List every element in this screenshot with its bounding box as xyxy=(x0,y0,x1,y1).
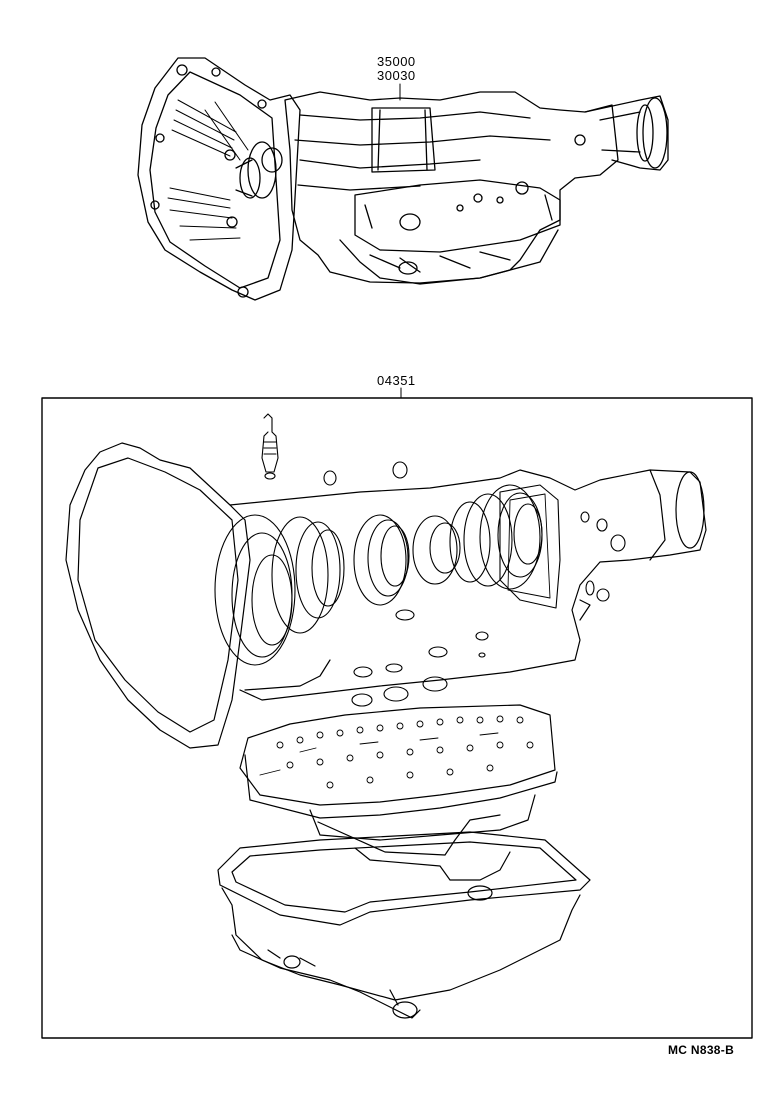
rear-gasket xyxy=(499,484,561,609)
sensor-plug xyxy=(261,413,279,480)
main-case xyxy=(284,91,619,284)
bell-ribs xyxy=(167,99,249,241)
small-o-rings xyxy=(323,461,626,707)
oil-pan xyxy=(221,887,581,1019)
input-shaft xyxy=(235,141,283,199)
gasket-kit-frame xyxy=(41,397,753,1039)
center-drum xyxy=(371,107,436,173)
part-number-04351: 04351 xyxy=(377,373,416,388)
tail-housing xyxy=(584,95,669,171)
bell-housing xyxy=(137,57,301,301)
drawing-code: MC N838-B xyxy=(668,1043,735,1057)
part-number-35000: 35000 xyxy=(377,54,416,69)
transmission-assembly xyxy=(137,57,669,301)
valve-body-plates xyxy=(239,704,558,856)
transmission-case-outline xyxy=(65,442,707,749)
plate-holes xyxy=(259,715,534,789)
bell-bolts xyxy=(150,64,267,298)
valve-body xyxy=(354,179,561,253)
oil-pan-gasket xyxy=(217,831,591,926)
seal-rings xyxy=(214,484,543,666)
part-number-30030: 30030 xyxy=(377,68,416,83)
oil-pan xyxy=(339,229,559,285)
